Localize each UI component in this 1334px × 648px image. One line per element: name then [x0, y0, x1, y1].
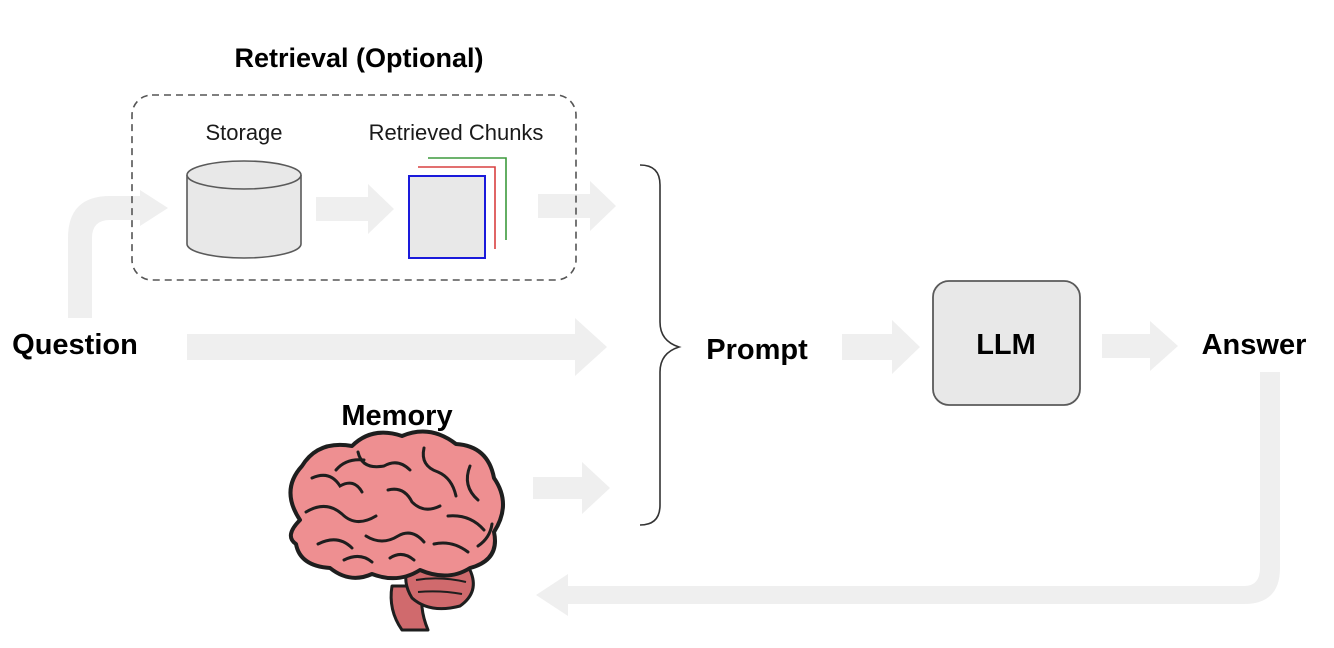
storage-to-chunks-arrow: [316, 184, 394, 234]
prompt-label: Prompt: [706, 334, 808, 366]
brain-icon: [288, 429, 505, 632]
retrieval-dashed-box: [131, 94, 577, 281]
prompt-to-llm-arrow: [842, 320, 920, 374]
prompt-brace: [639, 164, 682, 526]
question-label: Question: [12, 329, 138, 361]
question-to-prompt-arrow: [187, 318, 607, 376]
retrieved-chunks-label: Retrieved Chunks: [369, 120, 544, 145]
answer-to-memory-arrow: [536, 372, 1280, 616]
question-to-storage-arrow: [68, 190, 168, 318]
llm-box: [932, 280, 1081, 406]
stacked-documents-icon: [408, 157, 507, 259]
retrieval-title: Retrieval (Optional): [234, 43, 483, 73]
database-cylinder-icon: [186, 160, 302, 259]
answer-label: Answer: [1202, 329, 1307, 361]
chunks-to-prompt-arrow: [538, 181, 616, 231]
memory-label: Memory: [341, 400, 452, 432]
llm-to-answer-arrow: [1102, 321, 1178, 371]
storage-label: Storage: [205, 120, 282, 145]
llm-label: LLM: [976, 329, 1036, 361]
memory-to-prompt-arrow: [533, 462, 610, 514]
